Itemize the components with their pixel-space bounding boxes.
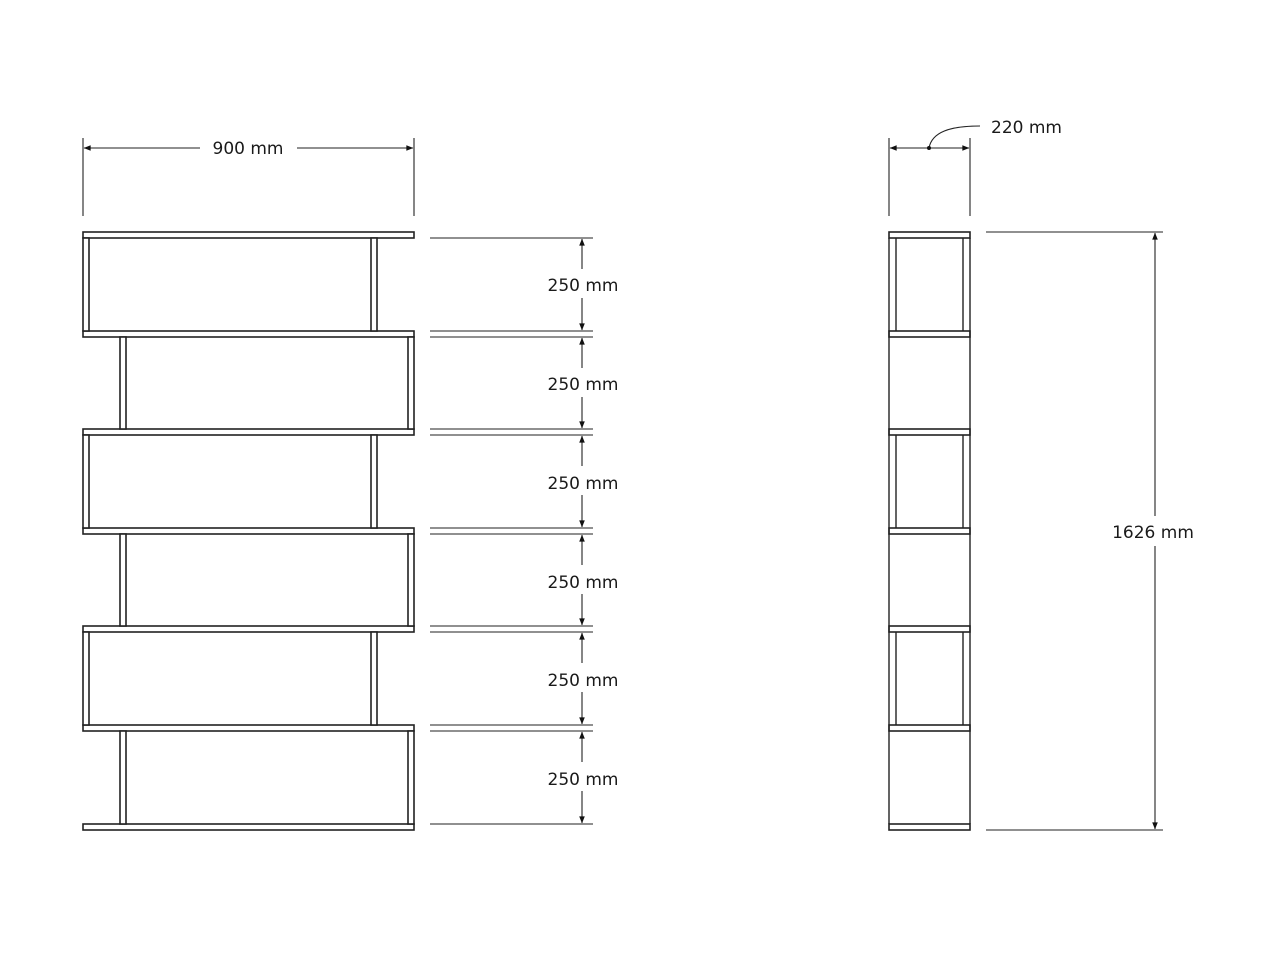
shelf-edge [888,724,971,732]
height-dimension: 1626 mm [986,231,1194,831]
compartment-dimensions: 250 mm 250 mm 250 mm 250 mm 250 mm 250 m… [430,237,619,825]
shelf-board [82,428,415,436]
shelf-edge [888,330,971,338]
shelf-edge [888,823,971,831]
height-label: 1626 mm [1112,523,1194,543]
shelf-board [82,231,415,239]
side-panel [407,730,415,825]
shelf-edge [888,231,971,239]
divider-panel [370,434,378,529]
width-dimension: 900 mm [82,138,415,216]
leader-dot [927,146,931,150]
depth-dimension: 220 mm [888,118,1062,216]
compartment-height-label: 250 mm [548,474,619,494]
compartment-height-label: 250 mm [548,770,619,790]
divider-panel [370,631,378,726]
shelf-edge [888,428,971,436]
shelf-board [82,330,415,338]
front-view: 900 mm [82,138,619,831]
shelf-board [82,625,415,633]
shelf-edge [888,625,971,633]
side-panel [82,434,90,529]
compartment-height-label: 250 mm [548,573,619,593]
side-panels [888,238,971,824]
compartment-height-label: 250 mm [548,276,619,296]
width-label: 900 mm [213,139,284,159]
front-shelves [82,231,415,831]
divider-panel [370,237,378,332]
shelf-edge [888,527,971,535]
compartment-height-label: 250 mm [548,375,619,395]
side-shelves [888,231,971,831]
shelf-board [82,724,415,732]
side-view: 220 mm [888,118,1194,831]
divider-panel [119,336,127,430]
depth-leader-line [928,125,981,149]
divider-panel [119,533,127,627]
side-panel [407,533,415,627]
shelf-board [82,527,415,535]
front-vertical-panels [82,237,415,825]
divider-panel [119,730,127,825]
shelf-board [82,823,415,831]
side-panel [82,631,90,726]
compartment-height-label: 250 mm [548,671,619,691]
side-panel [82,237,90,332]
depth-label: 220 mm [991,118,1062,138]
side-panel [407,336,415,430]
